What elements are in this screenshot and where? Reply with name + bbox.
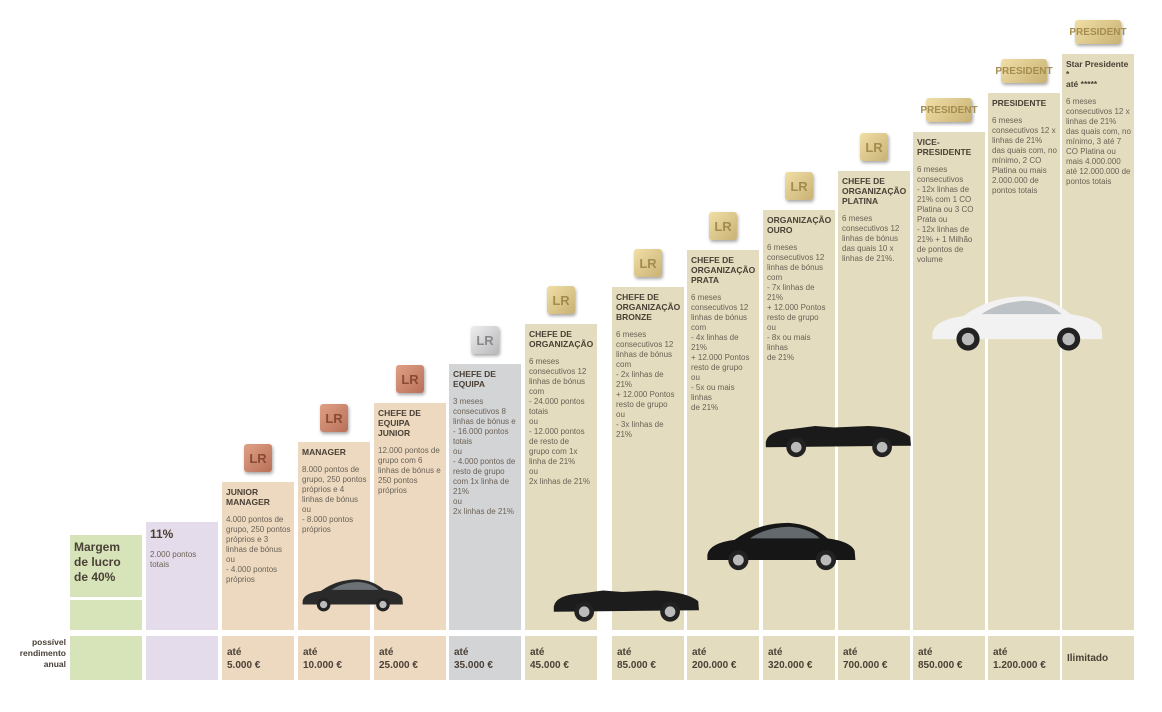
level-title: CHEFE DE ORGANIZAÇÃO PRATA <box>691 255 756 285</box>
lr-pin-badge-icon: LR <box>471 326 499 354</box>
level-column: 11% 2.000 pontos totais <box>146 522 218 630</box>
income-row-label: possível rendimento anual <box>19 637 66 669</box>
level-title: CHEFE DE ORGANIZAÇÃO <box>529 329 594 349</box>
level-description: 4.000 pontos de grupo, 250 pontos própri… <box>226 515 291 584</box>
income-cell: até 1.200.000 € <box>988 636 1060 680</box>
level-title: CHEFE DE EQUIPA <box>453 369 496 389</box>
lr-pin-badge-icon: PRESIDENT <box>1069 20 1127 44</box>
level-description: 6 meses consecutivos 12 x linhas de 21% … <box>1066 97 1131 186</box>
income-cell: até 10.000 € <box>298 636 370 680</box>
lr-pin-badge-icon: LR <box>785 172 813 200</box>
lr-pin-badge-icon: LR <box>547 286 575 314</box>
level-description: 6 meses consecutivos 12 linhas de bónus … <box>616 330 675 439</box>
level-title: ORGANIZAÇÃO OURO <box>767 215 832 235</box>
income-cell <box>70 636 142 680</box>
income-cell: até 200.000 € <box>687 636 759 680</box>
level-column: Margem de lucro de 40% <box>70 535 142 630</box>
level-description: 6 meses consecutivos 12 linhas de bónus … <box>767 243 826 362</box>
income-cell: Ilimitado <box>1062 636 1134 680</box>
lr-pin-badge-icon: LR <box>709 212 737 240</box>
level-description: 6 meses consecutivos - 12x linhas de 21%… <box>917 165 974 264</box>
level-description: 3 meses consecutivos 8 linhas de bónus e… <box>453 397 516 516</box>
convertible-car-image <box>553 590 699 622</box>
income-cell: até 35.000 € <box>449 636 521 680</box>
level-column: CHEFE DE ORGANIZAÇÃO 6 meses consecutivos… <box>525 324 597 630</box>
porsche-car-image <box>932 296 1103 351</box>
level-column: CHEFE DE ORGANIZAÇÃO BRONZE 6 meses conse… <box>612 287 684 630</box>
lr-pin-badge-icon: LR <box>860 133 888 161</box>
lr-pin-badge-icon: LR <box>634 249 662 277</box>
level-description: 6 meses consecutivos 12 x linhas de 21% … <box>992 116 1057 195</box>
income-cell: até 25.000 € <box>374 636 446 680</box>
level-title: MANAGER <box>302 447 346 457</box>
lr-pin-badge-icon: LR <box>396 365 424 393</box>
level-description: 12.000 pontos de grupo com 6 linhas de b… <box>378 446 441 495</box>
level-column: CHEFE DE EQUIPA 3 meses consecutivos 8 li… <box>449 364 521 630</box>
lr-pin-badge-icon: LR <box>320 404 348 432</box>
income-cell: até 850.000 € <box>913 636 985 680</box>
income-cell: até 45.000 € <box>525 636 597 680</box>
coupe-car-image <box>707 522 856 571</box>
level-column: VICE- PRESIDENTE 6 meses consecutivos - 1… <box>913 132 985 630</box>
level-title: Margem de lucro de 40% <box>74 540 121 584</box>
income-cell: até 700.000 € <box>838 636 910 680</box>
level-description: 6 meses consecutivos 12 linhas de bónus … <box>691 293 750 412</box>
level-title: PRESIDENTE <box>992 98 1047 108</box>
lr-pin-badge-icon: LR <box>244 444 272 472</box>
level-column: CHEFE DE ORGANIZAÇÃO PRATA 6 meses consec… <box>687 250 759 630</box>
level-title: JUNIOR MANAGER <box>226 487 270 507</box>
level-title: CHEFE DE EQUIPA JUNIOR <box>378 408 421 438</box>
level-description: 6 meses consecutivos 12 linhas de bónus … <box>529 357 590 486</box>
level-title: VICE- PRESIDENTE <box>917 137 972 157</box>
level-title: CHEFE DE ORGANIZAÇÃO PLATINA <box>842 176 907 206</box>
roadster-car-image <box>765 425 911 458</box>
lr-pin-badge-icon: PRESIDENT <box>920 98 978 122</box>
income-cell: até 85.000 € <box>612 636 684 680</box>
income-cell <box>146 636 218 680</box>
level-description: 2.000 pontos totais <box>150 550 197 569</box>
lr-pin-badge-icon: PRESIDENT <box>995 59 1053 83</box>
level-title: 11% <box>150 527 174 541</box>
level-column: JUNIOR MANAGER 4.000 pontos de grupo, 250… <box>222 482 294 630</box>
green-divider <box>70 597 142 600</box>
level-title: CHEFE DE ORGANIZAÇÃO BRONZE <box>616 292 681 322</box>
income-cell: até 5.000 € <box>222 636 294 680</box>
smart-car-image <box>302 579 403 612</box>
level-description: 6 meses consecutivos 12 linhas de bónus … <box>842 214 900 263</box>
level-title: Star Presidente * até ***** <box>1066 59 1129 89</box>
level-description: 8.000 pontos de grupo, 250 pontos própri… <box>302 465 367 534</box>
income-cell: até 320.000 € <box>763 636 835 680</box>
level-column: PRESIDENTE 6 meses consecutivos 12 x linh… <box>988 93 1060 630</box>
